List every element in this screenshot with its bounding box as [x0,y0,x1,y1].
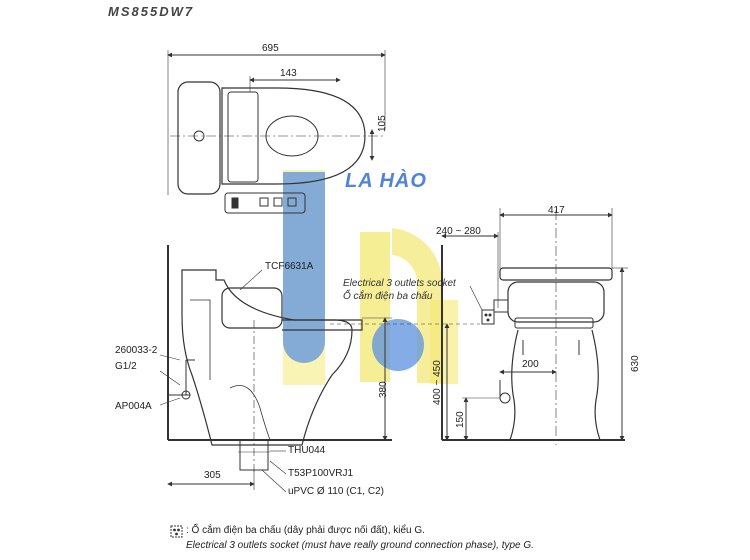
dim-total-height: 630 [630,355,641,372]
note-vi: : Ổ cắm điện ba chấu (dây phải được nối … [186,525,425,536]
dim-height: 380 [378,381,389,398]
label-thread: G1/2 [115,361,137,372]
socket-label-vi: Ổ cắm điện ba chấu [343,291,433,302]
model-title: MS855DW7 [108,4,195,19]
watermark-text: LA HÀO [345,170,427,192]
label-pipe-code: T53P100VRJ1 [288,468,354,479]
front-view [441,208,628,445]
label-valve-code: 260033-2 [115,345,158,356]
dim-socket-height: 400 ~ 450 [432,360,443,405]
top-view [167,50,386,214]
note-en: Electrical 3 outlets socket (must have r… [186,540,534,551]
dim-front-offset: 200 [522,359,539,370]
label-seat-model: TCF6631A [265,261,314,272]
dim-seat: 143 [280,68,297,79]
note-socket-icon [170,525,183,538]
label-pipe: uPVC Ø 110 (C1, C2) [288,486,384,497]
label-flange: THU044 [288,445,326,456]
dim-overall: 695 [262,43,279,54]
label-hose: AP004A [115,401,152,412]
side-view [159,245,480,493]
dim-supply-height: 150 [455,411,466,428]
socket-label-en: Electrical 3 outlets socket [343,278,456,289]
dim-socket-range: 240 ~ 280 [436,226,481,237]
dim-width: 417 [548,205,565,216]
socket-icon [469,285,495,325]
dim-rough-in: 305 [204,470,221,481]
dim-offset-top: 105 [377,115,388,132]
watermark-logo [283,170,458,385]
